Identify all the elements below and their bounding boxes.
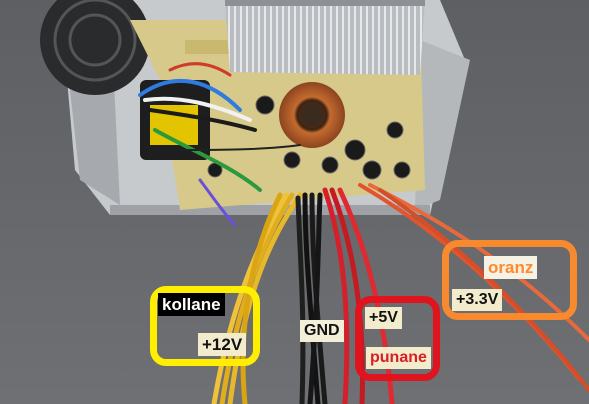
gnd-label: GND xyxy=(300,320,344,342)
yellow-wire-callout xyxy=(150,286,260,366)
red-wire-callout xyxy=(355,296,440,381)
orange-wire-voltage-label: +3.3V xyxy=(452,289,503,311)
orange-wire-callout xyxy=(442,240,577,320)
red-wire-voltage-label: +5V xyxy=(365,307,402,329)
yellow-wire-voltage-label: +12V xyxy=(198,333,247,356)
red-wire-name-label: punane xyxy=(366,347,431,369)
orange-wire-name-label: oranz xyxy=(484,256,538,279)
yellow-wire-name-label: kollane xyxy=(158,293,225,316)
